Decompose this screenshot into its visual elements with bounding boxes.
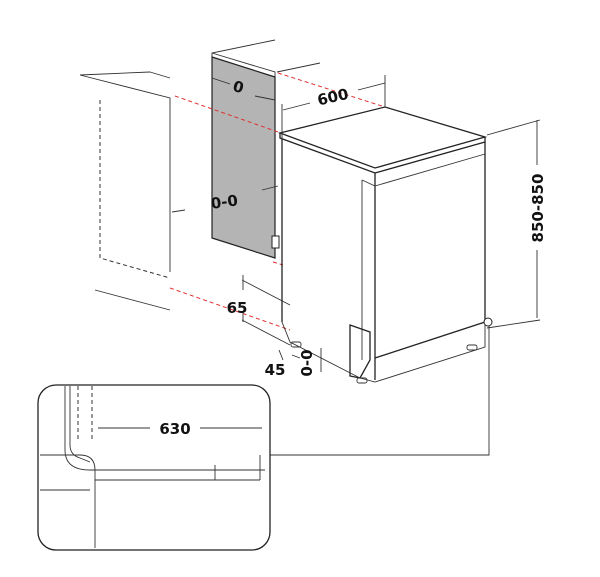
dimension-lines	[241, 75, 541, 372]
back-wall-panel	[211, 39, 321, 259]
height-label: 850-850	[529, 174, 547, 243]
dishwasher	[270, 106, 493, 456]
depth-label: 630	[159, 420, 190, 438]
foot-height-label: 65	[227, 299, 248, 317]
foot-depth-label: 45	[265, 361, 286, 379]
panel-gap-label: 0-0	[210, 191, 239, 213]
left-cabinet	[79, 71, 186, 311]
floor-gap-label: 0-0	[298, 349, 316, 376]
alignment-guides	[169, 72, 386, 331]
width-label: 600	[316, 85, 351, 110]
side-gap-label: 0	[231, 77, 246, 97]
inset-detail	[37, 384, 271, 551]
